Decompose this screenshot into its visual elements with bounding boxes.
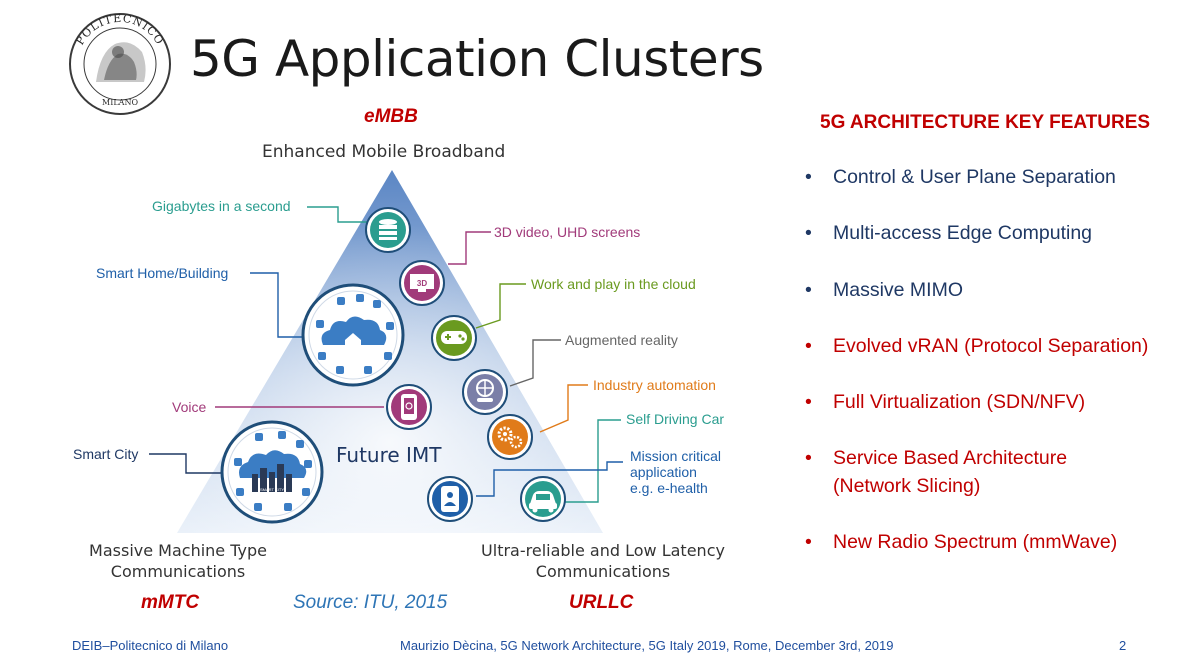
feature-text-line-1: Service Based Architecture <box>833 447 1068 469</box>
callout-mission-line-2: application <box>630 464 697 480</box>
urllc-label: Ultra-reliable and Low Latency Communica… <box>466 540 740 582</box>
feature-text: Service Based Architecture (Network Slic… <box>833 444 1067 500</box>
connector-industry <box>539 384 588 433</box>
connector-mission-critical <box>476 461 623 497</box>
embb-tag: eMBB <box>364 106 418 127</box>
gamepad-icon <box>431 315 477 361</box>
callout-mission-critical: Mission critical application e.g. e-heal… <box>630 448 721 496</box>
urllc-tag: URLLC <box>569 592 634 613</box>
connector-work-play <box>475 283 526 329</box>
connector-3d-video <box>448 231 491 265</box>
augmented-reality-icon <box>462 369 508 415</box>
callout-ar: Augmented reality <box>565 332 678 348</box>
feature-item-sba: • Service Based Architecture (Network Sl… <box>805 444 1067 500</box>
embb-label: Enhanced Mobile Broadband <box>262 142 506 162</box>
self-driving-car-icon <box>520 476 566 522</box>
callout-3d-video: 3D video, UHD screens <box>494 224 641 240</box>
connector-smart-home <box>250 272 303 338</box>
callout-mission-line-3: e.g. e-health <box>630 480 708 496</box>
feature-text: Evolved vRAN (Protocol Separation) <box>833 335 1149 357</box>
features-title: 5G ARCHITECTURE KEY FEATURES <box>820 112 1151 133</box>
bullet: • <box>805 166 812 188</box>
footer-left: DEIB–Politecnico di Milano <box>72 638 229 653</box>
callout-gigabytes: Gigabytes in a second <box>152 198 291 214</box>
mmtc-tag: mMTC <box>141 592 200 613</box>
connector-ar <box>509 339 561 387</box>
urllc-label-line-2: Communications <box>535 562 671 581</box>
center-label: Future IMT <box>336 443 442 467</box>
feature-text: Control & User Plane Separation <box>833 166 1116 188</box>
callout-mission-line-1: Mission critical <box>630 448 722 464</box>
page-number: 2 <box>1119 638 1127 653</box>
connector-self-driving <box>563 419 621 503</box>
footer-center: Maurizio Dècina, 5G Network Architecture… <box>400 638 894 653</box>
mmtc-label-line-1: Massive Machine Type <box>89 541 267 560</box>
mmtc-label: Massive Machine Type Communications <box>70 540 286 582</box>
bullet: • <box>805 279 812 301</box>
feature-text-line-2: (Network Slicing) <box>833 475 981 497</box>
page-title: 5G Application Clusters <box>190 30 764 88</box>
smart-city-cluster-icon: SMART CITY <box>220 420 324 524</box>
feature-item-mec: • Multi-access Edge Computing <box>805 219 1092 247</box>
feature-item-massive-mimo: • Massive MIMO <box>805 276 963 304</box>
application-clusters-diagram: 3D <box>149 170 623 533</box>
smart-city-inner-label: SMART CITY <box>260 487 284 492</box>
bullet: • <box>805 222 812 244</box>
callout-voice: Voice <box>172 399 207 415</box>
bullet: • <box>805 447 812 469</box>
mission-critical-icon <box>427 476 473 522</box>
callout-industry: Industry automation <box>593 377 716 393</box>
feature-item-new-radio: • New Radio Spectrum (mmWave) <box>805 528 1117 556</box>
politecnico-logo: POLITECNICO MILANO <box>69 12 171 115</box>
feature-text: Massive MIMO <box>833 279 964 301</box>
feature-item-virtualization: • Full Virtualization (SDN/NFV) <box>805 388 1085 416</box>
urllc-label-line-1: Ultra-reliable and Low Latency <box>481 541 725 560</box>
feature-item-control-user-plane: • Control & User Plane Separation <box>805 163 1116 191</box>
feature-text: New Radio Spectrum (mmWave) <box>833 531 1118 553</box>
feature-item-vran: • Evolved vRAN (Protocol Separation) <box>805 332 1148 360</box>
bullet: • <box>805 531 812 553</box>
callout-self-driving: Self Driving Car <box>626 411 725 427</box>
industry-automation-icon <box>487 414 533 460</box>
source-citation: Source: ITU, 2015 <box>293 592 448 613</box>
bullet: • <box>805 335 812 357</box>
feature-text: Multi-access Edge Computing <box>833 222 1093 244</box>
voice-icon <box>386 384 432 430</box>
3d-video-icon-label: 3D <box>417 279 427 288</box>
smart-home-cluster-icon <box>301 283 405 387</box>
gigabytes-icon <box>365 207 411 253</box>
callout-smart-home: Smart Home/Building <box>96 265 229 281</box>
connector-smart-city <box>149 453 222 474</box>
bullet: • <box>805 391 812 413</box>
3d-video-icon: 3D <box>399 260 445 306</box>
logo-text-bottom: MILANO <box>102 98 138 107</box>
connector-gigabytes <box>307 206 368 223</box>
callout-smart-city: Smart City <box>73 446 139 462</box>
feature-text: Full Virtualization (SDN/NFV) <box>833 391 1086 413</box>
callout-work-play: Work and play in the cloud <box>531 276 696 292</box>
mmtc-label-line-2: Communications <box>110 562 246 581</box>
